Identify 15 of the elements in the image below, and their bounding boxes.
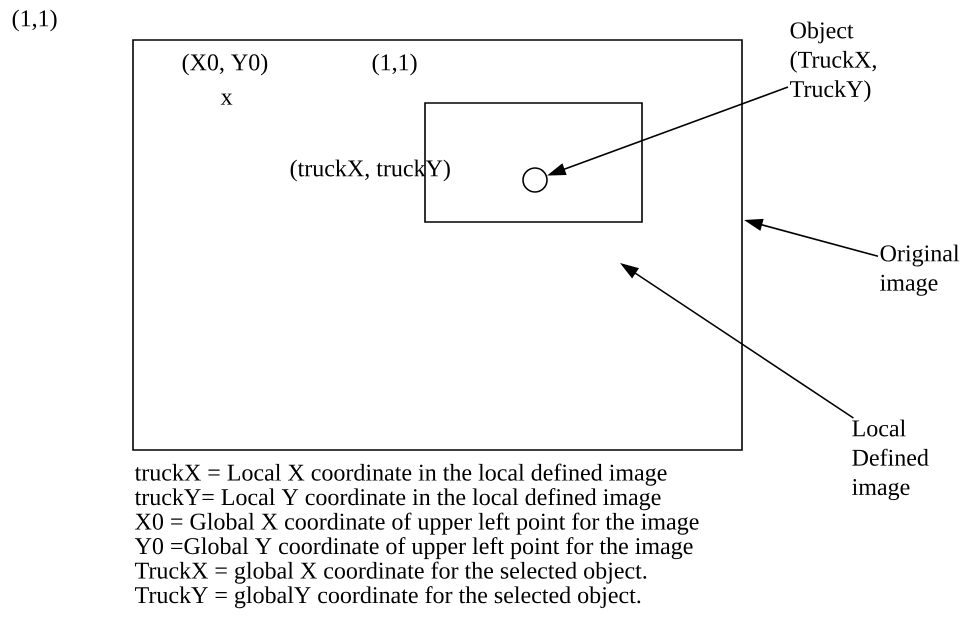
coordinate-label: (1,1) [12, 10, 57, 32]
definition-text: X0 = Global X coordinate of upper left point for the image [135, 512, 699, 535]
coordinate-label: x [220, 94, 232, 105]
coordinate-label: (X0, Y0) [182, 54, 268, 76]
definition-text: Y0 =Global Y coordinate of upper left point for the image [134, 537, 693, 560]
image-frame [132, 39, 743, 451]
callout-text: Object (TruckX, TruckY) [790, 22, 876, 102]
definition-text: truckY= Local Y coordinate in the local defined image [134, 488, 661, 510]
callout-text: Local Defined image [852, 420, 929, 500]
object-circle [522, 167, 548, 193]
coordinate-label: (1,1) [372, 54, 417, 76]
definition-text: TruckY = globalY coordinate for the selected object. [135, 586, 640, 608]
definition-text: truckX = Local X coordinate in the local defined image [134, 464, 667, 486]
callout-text: Original image [880, 244, 960, 296]
definition-text: TruckX = global X coordinate for the selected object. [135, 562, 646, 584]
